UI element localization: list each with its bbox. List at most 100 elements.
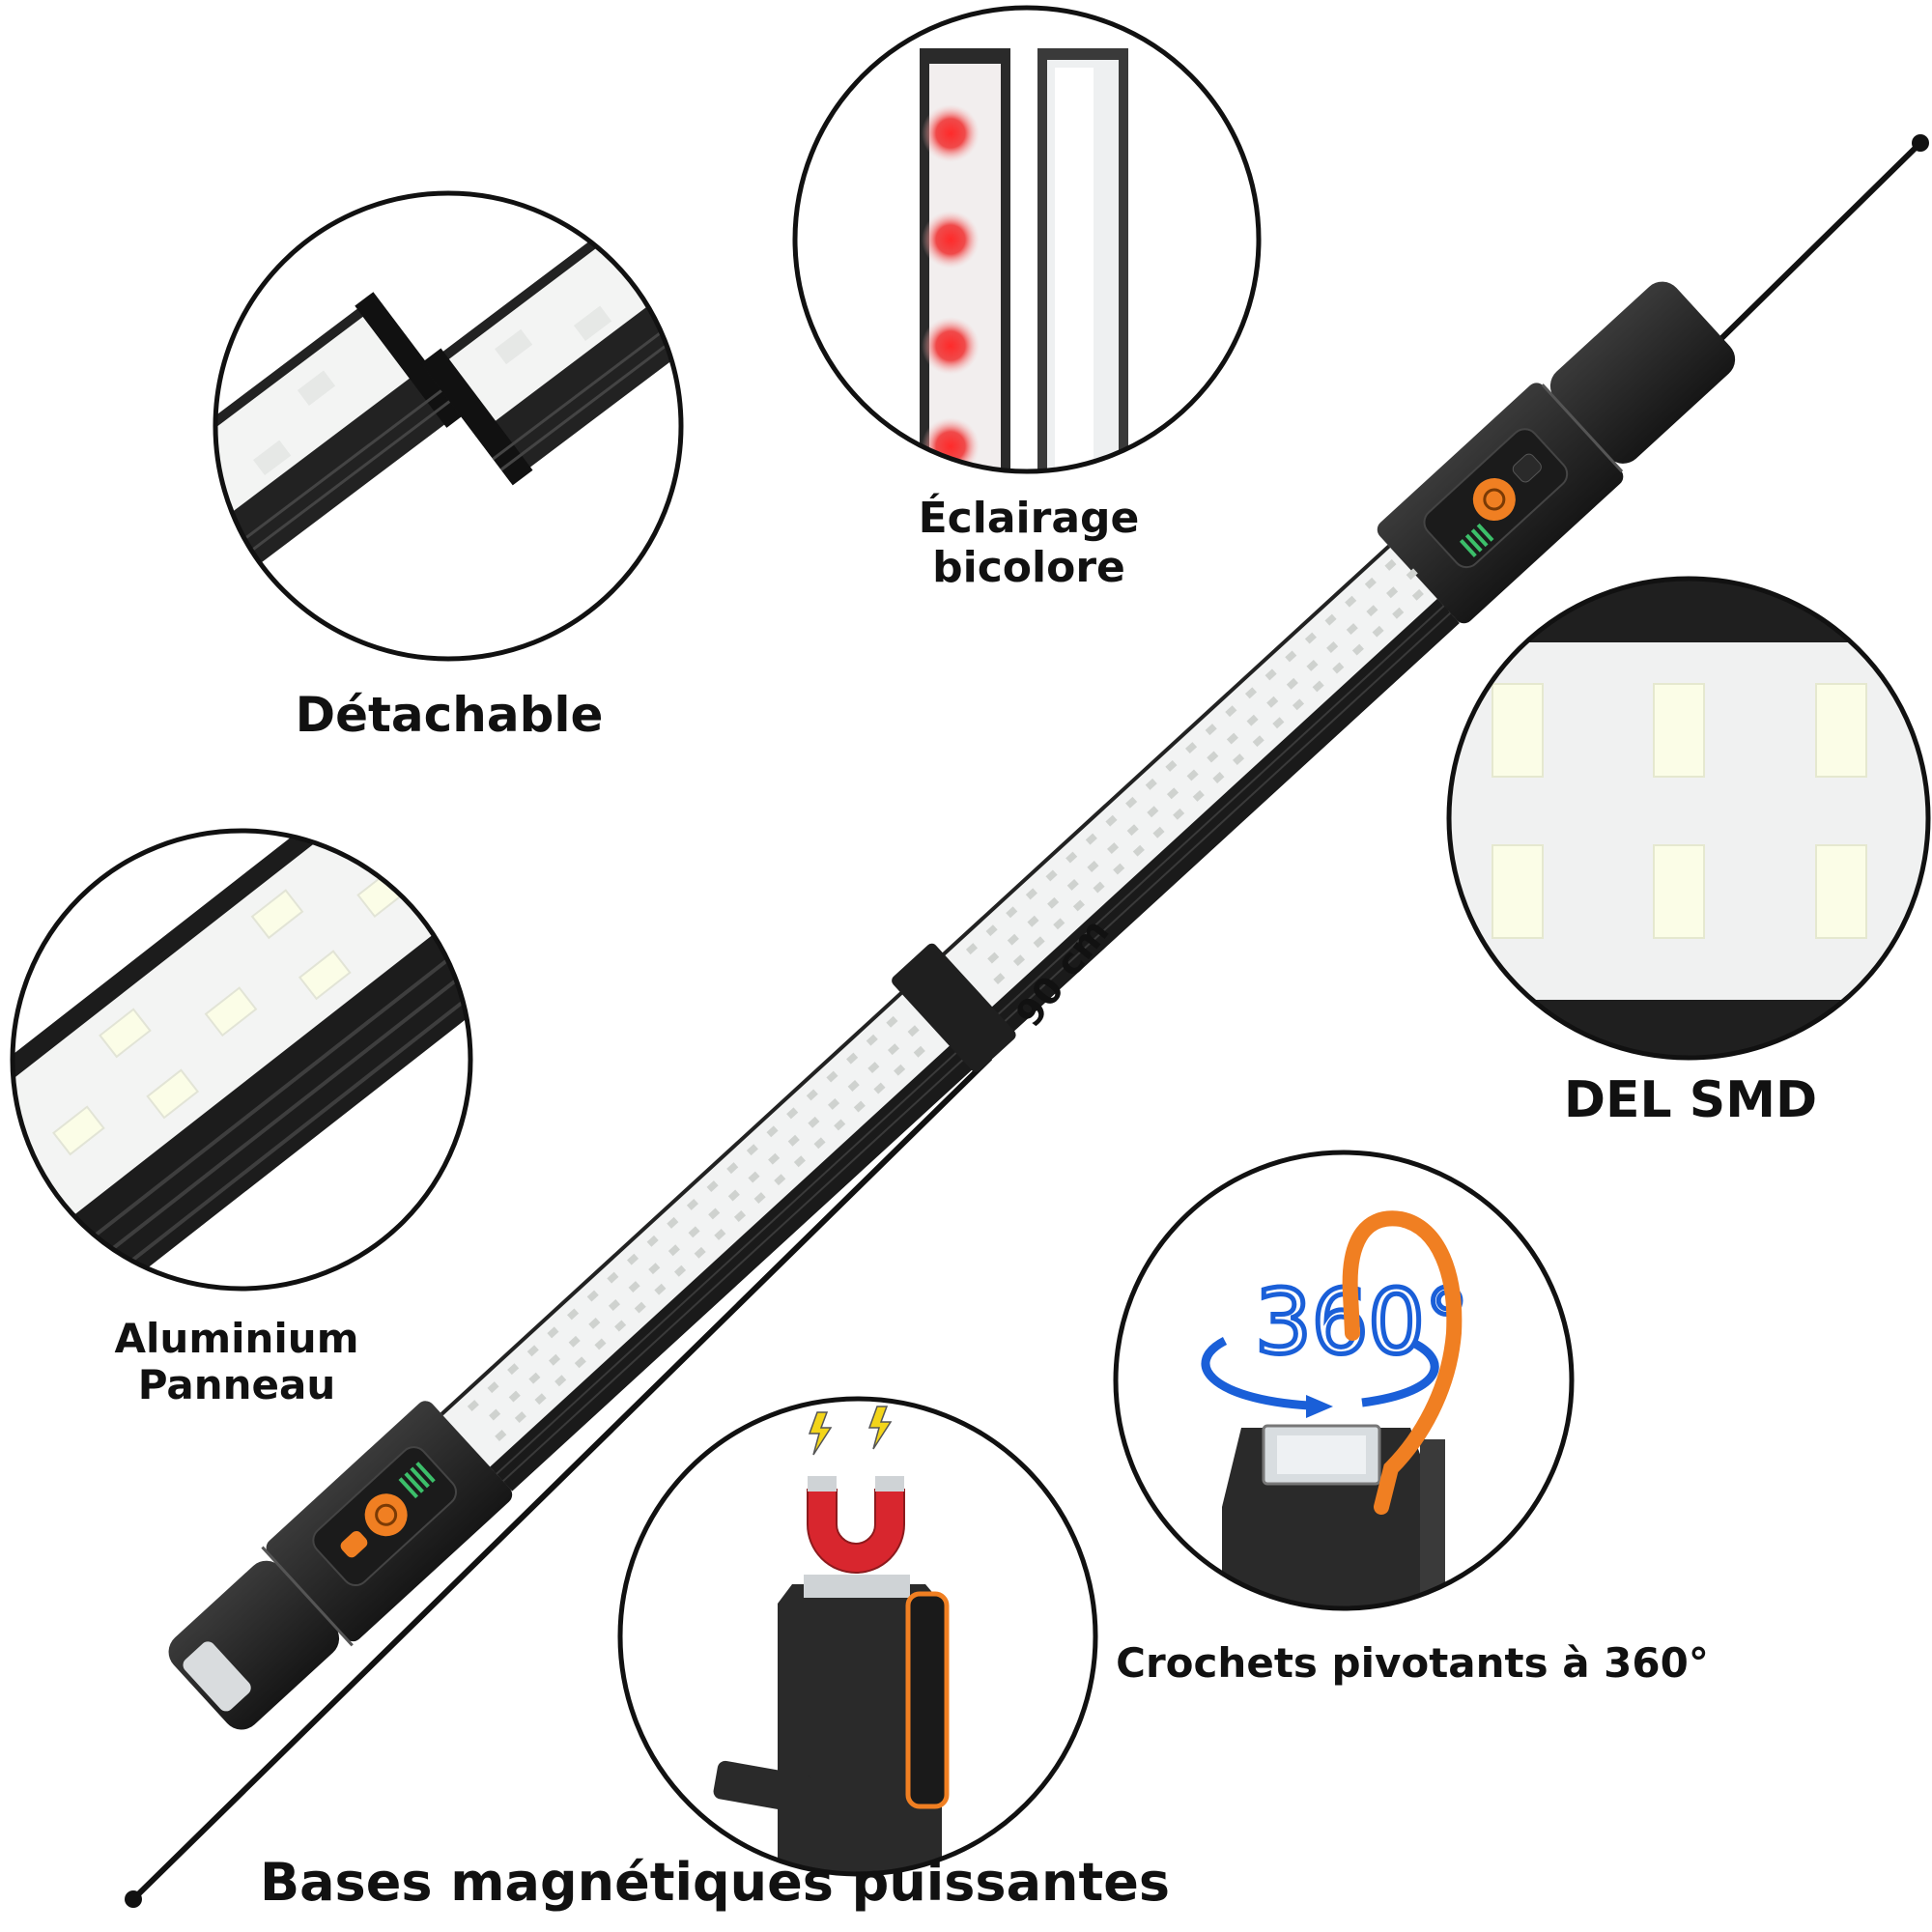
magnetic-base-detail-circle xyxy=(617,1396,1098,1877)
led-chip xyxy=(774,1174,786,1186)
led-chip xyxy=(1087,861,1099,872)
led-chip xyxy=(1406,568,1418,581)
led-chip xyxy=(1072,899,1085,912)
led-chip xyxy=(567,1308,580,1321)
led-chip xyxy=(1033,936,1045,949)
rotating-hook-detail-circle: 360° xyxy=(1113,1150,1575,1611)
led-chip xyxy=(1244,687,1258,699)
led-chip xyxy=(806,1089,818,1101)
led-chip xyxy=(1065,851,1078,864)
led-chip xyxy=(489,1408,501,1421)
led-chip xyxy=(1272,717,1285,729)
led-chip xyxy=(793,1155,806,1168)
led-chip xyxy=(1027,915,1039,927)
bicolor-lighting-detail-circle xyxy=(792,5,1262,474)
led-chip xyxy=(1226,732,1238,745)
led-chip xyxy=(1312,680,1324,693)
led-chip xyxy=(1264,668,1277,681)
led-chip xyxy=(547,1326,559,1339)
led-chip xyxy=(846,1052,859,1065)
led-chip xyxy=(1324,613,1337,626)
led-work-light-bar xyxy=(168,281,1736,1730)
led-chip xyxy=(808,1116,820,1128)
led-chip xyxy=(1166,787,1179,800)
led-chip xyxy=(495,1430,507,1441)
led-chip xyxy=(1285,650,1297,663)
led-chip xyxy=(813,1137,826,1150)
led-chip xyxy=(748,1171,760,1183)
led-chip xyxy=(507,1363,520,1376)
led-chip xyxy=(727,1189,740,1202)
led-chip xyxy=(1306,659,1319,671)
led-chip xyxy=(1066,878,1079,891)
led-chip xyxy=(1246,714,1259,726)
lightning-bolt-icon xyxy=(808,1406,893,1456)
led-chip xyxy=(1125,796,1138,809)
led-chip xyxy=(628,1281,640,1293)
led-chip xyxy=(648,1263,661,1275)
led-chip xyxy=(694,1246,706,1259)
led-chip xyxy=(607,1271,619,1284)
led-chip xyxy=(688,1226,700,1238)
led-chip xyxy=(786,1107,799,1120)
rotation-degree-text: 360° xyxy=(1255,1270,1469,1374)
led-chip xyxy=(586,1290,599,1302)
led-chip xyxy=(1126,824,1139,837)
led-chip xyxy=(993,973,1006,985)
led-chip xyxy=(746,1144,758,1156)
led-chip xyxy=(787,1134,800,1147)
led-chip xyxy=(1386,586,1399,599)
led-chip xyxy=(1212,772,1225,783)
led-chip xyxy=(487,1381,499,1394)
led-chip xyxy=(753,1192,766,1205)
led-chip xyxy=(1105,814,1118,827)
aluminium-line-1: Aluminium xyxy=(114,1315,359,1362)
led-chip xyxy=(1351,643,1364,656)
led-chip xyxy=(1085,833,1097,845)
led-chip xyxy=(1132,844,1145,857)
led-chip xyxy=(733,1210,747,1222)
led-chip xyxy=(668,1244,680,1257)
led-chip xyxy=(1332,662,1345,674)
led-chip xyxy=(828,1097,840,1110)
aluminium-panel-detail-circle xyxy=(10,828,473,1292)
battery-indicator-icon xyxy=(398,1462,436,1499)
led-chip xyxy=(1225,705,1237,718)
aluminium-line-2: Panneau xyxy=(137,1361,336,1409)
led-chip xyxy=(1192,789,1205,802)
led-chip xyxy=(1364,577,1377,589)
led-chip xyxy=(1205,724,1217,736)
led-chip xyxy=(626,1253,639,1265)
led-chip xyxy=(913,1045,925,1058)
led-chip xyxy=(834,1119,846,1131)
led-chip xyxy=(886,1015,898,1028)
led-chip xyxy=(1053,918,1065,930)
led-chip xyxy=(1047,896,1060,909)
led-chip xyxy=(686,1198,699,1210)
smd-led-detail-circle xyxy=(1446,576,1931,1061)
bicolor-lighting-label: Éclairage bicolore xyxy=(869,494,1188,592)
led-chip xyxy=(1345,595,1357,608)
power-button-icon xyxy=(364,1493,408,1537)
led-chip xyxy=(1186,769,1199,781)
led-chip xyxy=(1252,735,1264,748)
magnet-icon xyxy=(807,1476,905,1574)
led-chip xyxy=(1346,623,1358,636)
led-chip xyxy=(887,1043,900,1056)
led-chip xyxy=(847,1080,860,1092)
led-chip xyxy=(1207,751,1219,763)
led-chip xyxy=(708,1208,721,1220)
led-chip xyxy=(985,924,998,937)
led-chip xyxy=(1411,588,1424,601)
aluminium-panel-label: Aluminium Panneau xyxy=(87,1315,386,1409)
led-chip xyxy=(574,1356,586,1369)
led-chip xyxy=(528,1372,541,1384)
led-chip xyxy=(1392,607,1405,619)
led-chip xyxy=(514,1411,526,1424)
led-chip xyxy=(467,1400,479,1411)
led-chip xyxy=(1266,696,1279,708)
led-chip xyxy=(594,1338,607,1350)
led-chip xyxy=(1152,826,1165,838)
led-chip xyxy=(826,1070,838,1083)
